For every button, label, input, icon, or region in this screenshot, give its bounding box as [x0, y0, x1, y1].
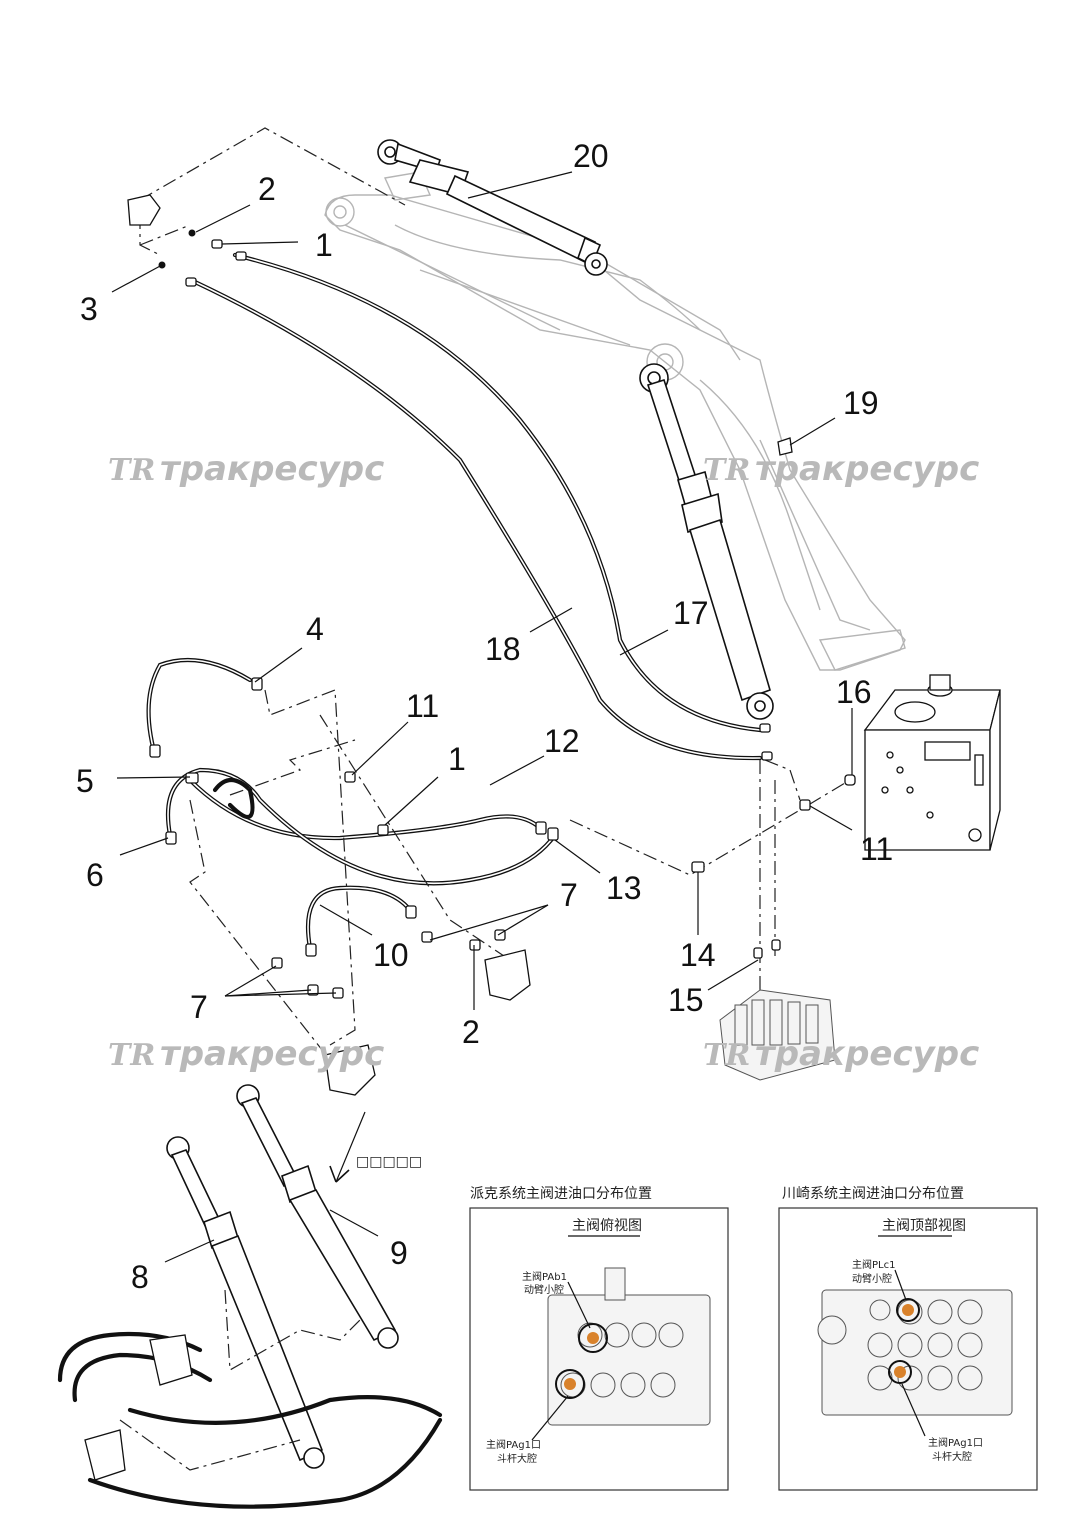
parker-label-bottom-sub: 斗杆大腔 [497, 1452, 537, 1465]
callout-7-right: 7 [560, 877, 578, 913]
hydraulic-tank [863, 674, 1001, 851]
kawasaki-label-bottom: 主阀PAg1口 [928, 1436, 983, 1449]
parker-label-top-sub: 动臂小腔 [524, 1283, 564, 1296]
callout-16: 16 [836, 674, 872, 710]
kawasaki-label-bottom-sub: 斗杆大腔 [932, 1450, 972, 1463]
watermark-top-left: TR тракресурс [108, 449, 384, 489]
watermark-bottom-left: TR тракресурс [108, 1034, 384, 1074]
kawasaki-valve-image [817, 1289, 1013, 1416]
main-control-valve [719, 989, 836, 1081]
callout-9: 9 [390, 1235, 408, 1271]
parker-label-bottom: 主阀PAg1口 [486, 1438, 541, 1451]
callout-10: 10 [373, 937, 409, 973]
kawasaki-valve-panel: 川崎系统主阀进油口分布位置 主阀顶部视图 主阀PLc1 动臂小腔 [778, 1186, 1038, 1491]
svg-text:TR: TR [108, 453, 155, 488]
flow-arrow [329, 1111, 366, 1183]
parker-valve-image [547, 1267, 711, 1426]
parker-heading: 派克系统主阀进油口分布位置 [470, 1186, 652, 1202]
callout-11-right: 11 [860, 831, 893, 867]
callout-12: 12 [544, 723, 580, 759]
callout-1-top: 1 [315, 227, 333, 263]
cylinder-9 [236, 1084, 399, 1349]
callout-11-left: 11 [406, 688, 439, 724]
kawasaki-label-top-sub: 动臂小腔 [852, 1272, 892, 1285]
callout-numbers: 20 2 1 3 19 17 18 4 11 12 1 5 16 6 11 13… [76, 138, 893, 1295]
callout-7-left: 7 [190, 989, 208, 1025]
callout-20: 20 [573, 138, 609, 174]
callout-3: 3 [80, 291, 98, 327]
callout-5: 5 [76, 763, 94, 799]
svg-text:тракресурс: тракресурс [160, 1034, 384, 1074]
cylinder-8 [166, 1136, 325, 1469]
svg-text:тракресурс: тракресурс [160, 449, 384, 489]
callout-15: 15 [668, 982, 704, 1018]
hoses [57, 252, 763, 1509]
leader-lines [111, 171, 853, 1263]
callout-1-mid: 1 [448, 741, 466, 777]
kawasaki-heading: 川崎系统主阀进油口分布位置 [782, 1186, 964, 1202]
parker-valve-panel: 派克系统主阀进油口分布位置 主阀俯视图 主阀PAb1 动臂小腔 主阀PAg1口 … [469, 1186, 729, 1491]
callout-6: 6 [86, 857, 104, 893]
watermark-top-right: TR тракресурс [703, 449, 979, 489]
callout-17: 17 [673, 595, 709, 631]
arrow-note: □□□□□ [356, 1154, 422, 1170]
svg-text:TR: TR [703, 1038, 750, 1073]
fittings [84, 194, 856, 1481]
callout-8: 8 [131, 1259, 149, 1295]
boom-structure [324, 171, 906, 671]
svg-text:TR: TR [108, 1038, 155, 1073]
arm-cylinder-20 [377, 139, 608, 276]
boom-cylinder [639, 363, 774, 720]
callout-2-bottom: 2 [462, 1014, 480, 1050]
callout-2-top: 2 [258, 171, 276, 207]
svg-text:TR: TR [703, 453, 750, 488]
callout-14: 14 [680, 937, 716, 973]
parker-view-title: 主阀俯视图 [572, 1218, 642, 1234]
kawasaki-label-top: 主阀PLc1 [852, 1258, 895, 1271]
svg-text:тракресурс: тракресурс [755, 449, 979, 489]
svg-text:тракресурс: тракресурс [755, 1034, 979, 1074]
callout-18: 18 [485, 631, 521, 667]
callout-19: 19 [843, 385, 879, 421]
callout-13: 13 [606, 870, 642, 906]
routing-lines [119, 127, 851, 1471]
kawasaki-view-title: 主阀顶部视图 [882, 1218, 966, 1234]
watermark-bottom-right: TR тракресурс [703, 1034, 979, 1074]
parker-label-top: 主阀PAb1 [522, 1270, 567, 1283]
callout-4: 4 [306, 611, 324, 647]
